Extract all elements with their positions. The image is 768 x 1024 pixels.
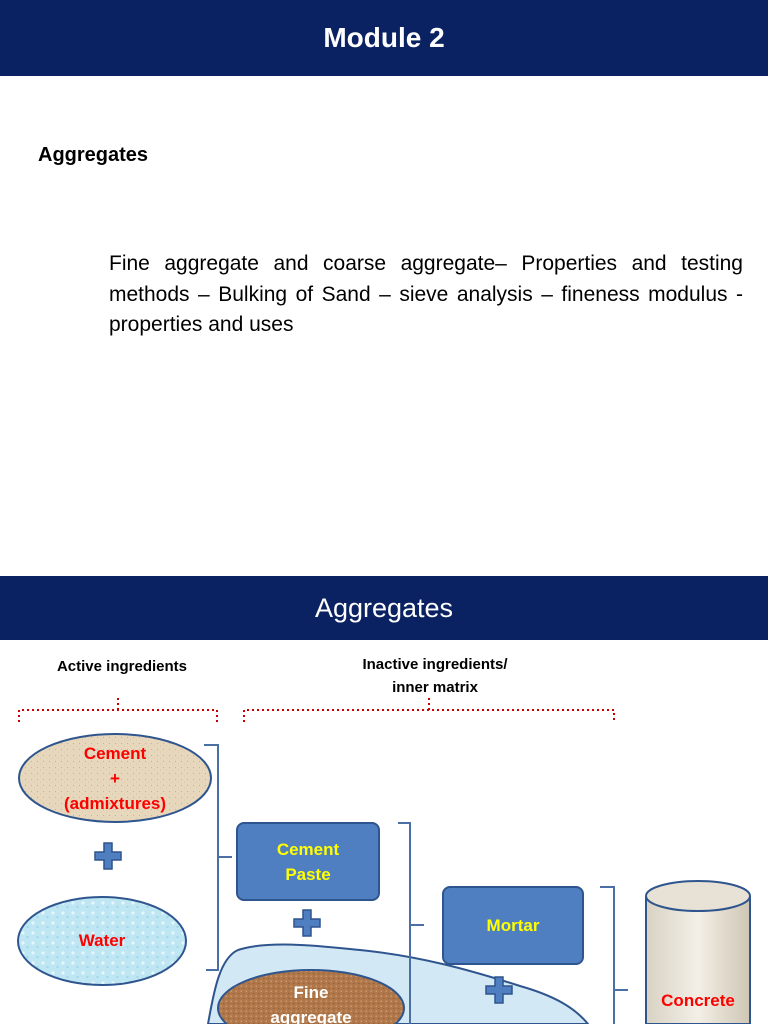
cement-ellipse bbox=[18, 733, 212, 823]
cement-paste-line2: Paste bbox=[285, 864, 331, 884]
mortar-box: Mortar bbox=[442, 886, 584, 965]
slide1-heading: Aggregates bbox=[38, 144, 149, 166]
slide1-title: Module 2 bbox=[323, 22, 445, 53]
bracket-mortar bbox=[600, 886, 628, 1024]
fine-aggregate-ellipse bbox=[217, 969, 405, 1024]
water-label: Water bbox=[78, 931, 126, 950]
cement-paste-line1: Cement bbox=[276, 839, 340, 859]
fine-aggregate-line1: Fine bbox=[293, 983, 329, 1002]
cement-label: Cement + (admixtures) bbox=[19, 736, 211, 820]
cement-label-line2: + bbox=[110, 768, 120, 788]
cement-label-line1: Cement bbox=[83, 743, 147, 763]
bracket-cement-water bbox=[204, 744, 232, 971]
slide1-description: Fine aggregate and coarse aggregate– Pro… bbox=[109, 252, 743, 336]
plus-icon-1 bbox=[94, 842, 122, 870]
plus-icon-3 bbox=[485, 976, 513, 1004]
inactive-ingredients-label-line1: Inactive ingredients/ bbox=[362, 656, 508, 673]
slide2-title-bar: Aggregates bbox=[0, 576, 768, 640]
water-ellipse bbox=[17, 896, 187, 986]
cement-paste-box: Cement Paste bbox=[236, 822, 380, 901]
concrete-composition-diagram bbox=[17, 698, 751, 1024]
slide2-title: Aggregates bbox=[314, 592, 454, 623]
concrete-cylinder-icon bbox=[645, 880, 751, 1024]
fine-aggregate-label: Fine aggregate bbox=[220, 980, 402, 1024]
slide1-title-bar: Module 2 bbox=[0, 0, 768, 76]
cement-label-line3: (admixtures) bbox=[63, 793, 167, 813]
concrete-label: Concrete bbox=[661, 991, 735, 1010]
plus-icon-2 bbox=[293, 909, 321, 937]
active-ingredients-label: Active ingredients bbox=[56, 658, 188, 675]
inactive-ingredients-label-line2: inner matrix bbox=[392, 679, 478, 696]
bracket-paste bbox=[398, 822, 424, 1024]
fine-aggregate-line2: aggregate bbox=[270, 1008, 352, 1024]
active-dotted-brace bbox=[18, 698, 218, 722]
inactive-dotted-brace bbox=[243, 698, 615, 722]
